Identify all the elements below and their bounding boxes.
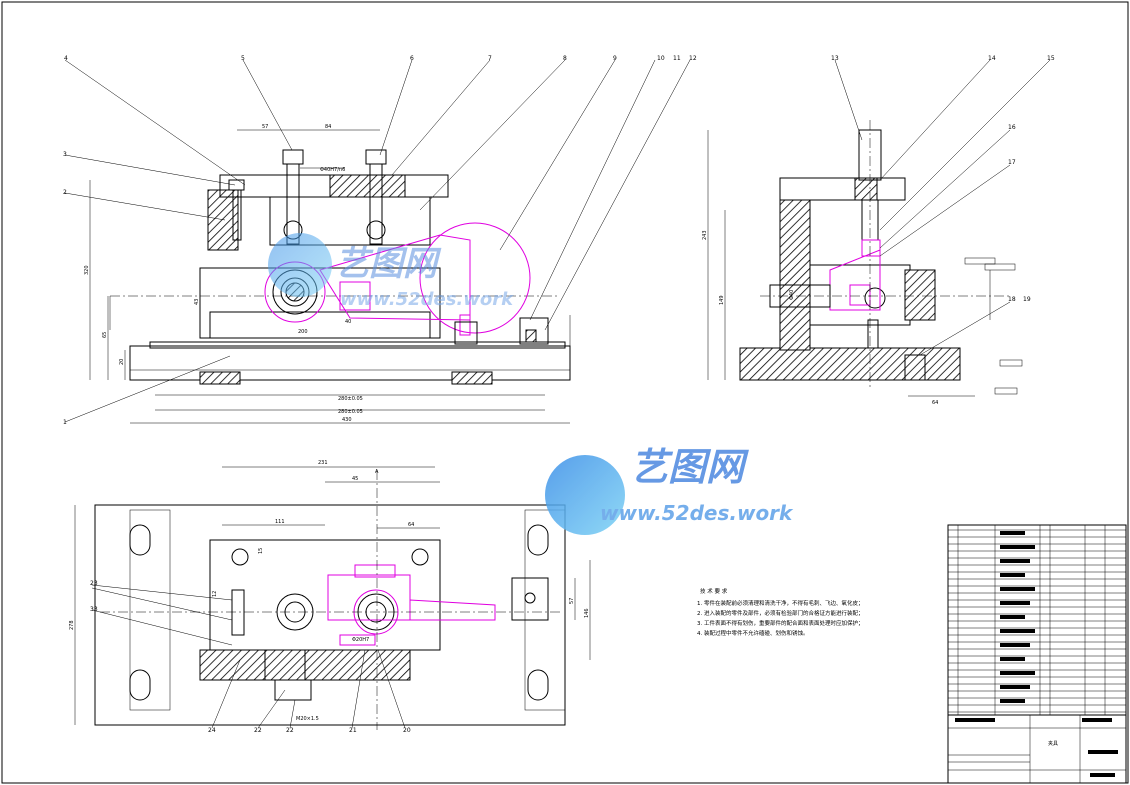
dimension-text: 12 — [212, 591, 218, 597]
dimension-text: 280±0.05 — [338, 396, 363, 402]
part-label: 23 — [90, 580, 98, 587]
part-label: 20 — [403, 727, 411, 734]
part-label: 1 — [63, 419, 67, 426]
parts-list-entry — [1000, 657, 1025, 661]
parts-list-entry — [1000, 643, 1030, 647]
parts-list-entry — [1000, 531, 1025, 535]
part-label: 4 — [64, 55, 68, 62]
notes-title: 技 术 要 求 — [700, 587, 728, 595]
parts-list-entry — [1000, 615, 1025, 619]
dimension-text: 20 — [119, 359, 125, 365]
dimension-text: 84 — [325, 124, 331, 130]
part-label: 8 — [563, 55, 567, 62]
front-view — [64, 59, 691, 424]
note-item: 1. 零件在装配前必须清理和清洗干净，不得有毛刺、飞边、氧化皮； — [697, 599, 864, 607]
dimension-text: 64 — [408, 522, 414, 528]
part-label: 19 — [1023, 296, 1031, 303]
part-label: 33 — [90, 606, 98, 613]
part-label: 2 — [63, 189, 67, 196]
part-label: 21 — [349, 727, 357, 734]
dimension-text: 430 — [342, 417, 352, 423]
parts-list — [947, 524, 1127, 716]
parts-list-entry — [1000, 559, 1030, 563]
part-label: 9 — [613, 55, 617, 62]
title-block: 夹具 — [947, 714, 1127, 784]
watermark-brand: 艺图网 — [630, 445, 749, 489]
part-label: 18 — [1008, 296, 1016, 303]
parts-list-entry — [1000, 601, 1030, 605]
dimension-text: 146 — [584, 608, 590, 618]
title-block-center-label: 夹具 — [1048, 740, 1058, 747]
dimension-text: Φ40H7/n6 — [320, 167, 345, 173]
dimension-text: 200 — [298, 329, 308, 335]
dimension-text: 231 — [318, 460, 328, 466]
part-label: 7 — [488, 55, 492, 62]
part-label: 5 — [241, 55, 245, 62]
part-label: 14 — [988, 55, 996, 62]
note-item: 2. 进入装配的零件及部件，必须有检验部门的合格证方能进行装配； — [697, 609, 864, 617]
part-label: 3 — [63, 151, 67, 158]
part-label: 12 — [689, 55, 697, 62]
watermark-brand: 艺图网 — [335, 244, 442, 284]
dimension-text: 243 — [702, 230, 708, 240]
top-view-labels: 23 33 24 22 22 21 20 231 45 111 64 15 12… — [69, 460, 590, 734]
dimension-text: 320 — [84, 265, 90, 275]
note-item: 4. 装配过程中零件不允许磕碰、划伤和锈蚀。 — [697, 629, 809, 637]
note-item: 3. 工件表面不得有划伤，重要部件的配合面和表面处理时应加保护； — [697, 619, 864, 627]
part-label: 24 — [208, 727, 216, 734]
watermark-url: www.52des.work — [340, 289, 514, 310]
dimension-text: 57 — [262, 124, 268, 130]
watermark-url: www.52des.work — [600, 501, 794, 525]
dimension-text: A — [375, 469, 379, 475]
parts-list-entry — [1000, 545, 1035, 549]
dimension-text: 40 — [345, 319, 351, 325]
part-label: 22 — [254, 727, 262, 734]
part-label: 17 — [1008, 159, 1016, 166]
dimension-text: Φ40 — [789, 290, 795, 300]
dimension-text: 45 — [352, 476, 358, 482]
side-view-labels: 13 14 15 16 17 18 19 243 149 64 Φ40 — [702, 55, 1055, 406]
top-view — [74, 466, 591, 730]
dimension-text: 15 — [258, 548, 264, 554]
part-label: 22 — [286, 727, 294, 734]
part-label: 15 — [1047, 55, 1055, 62]
parts-list-entry — [1000, 685, 1030, 689]
dimension-text: 280±0.05 — [338, 409, 363, 415]
watermark-lower: 艺图网 www.52des.work — [545, 445, 794, 535]
part-label: 13 — [831, 55, 839, 62]
parts-list-entry — [1000, 587, 1035, 591]
technical-requirements: 技 术 要 求 1. 零件在装配前必须清理和清洗干净，不得有毛刺、飞边、氧化皮；… — [697, 587, 864, 637]
dimension-text: 278 — [69, 620, 75, 630]
dimension-text: Φ20H7 — [352, 637, 369, 643]
dimension-text: M20×1.5 — [296, 716, 319, 722]
dimension-text: 64 — [932, 400, 938, 406]
dimension-text: 65 — [102, 332, 108, 338]
part-label: 16 — [1008, 124, 1016, 131]
parts-list-entry — [1000, 671, 1035, 675]
part-label: 6 — [410, 55, 414, 62]
parts-list-entry — [1000, 699, 1025, 703]
dimension-text: 111 — [275, 519, 285, 525]
front-view-labels: 4 5 6 7 8 9 10 11 12 3 2 1 57 84 320 43 … — [63, 55, 697, 426]
dimension-text: 57 — [569, 598, 575, 604]
side-view — [707, 59, 1051, 397]
dimension-text: 149 — [719, 295, 725, 305]
dimension-text: 43 — [194, 299, 200, 305]
part-label: 11 — [673, 55, 681, 62]
watermark-upper: 艺图网 www.52des.work — [268, 233, 514, 310]
parts-list-entry — [1000, 573, 1025, 577]
part-label: 10 — [657, 55, 665, 62]
parts-list-entry — [1000, 629, 1035, 633]
